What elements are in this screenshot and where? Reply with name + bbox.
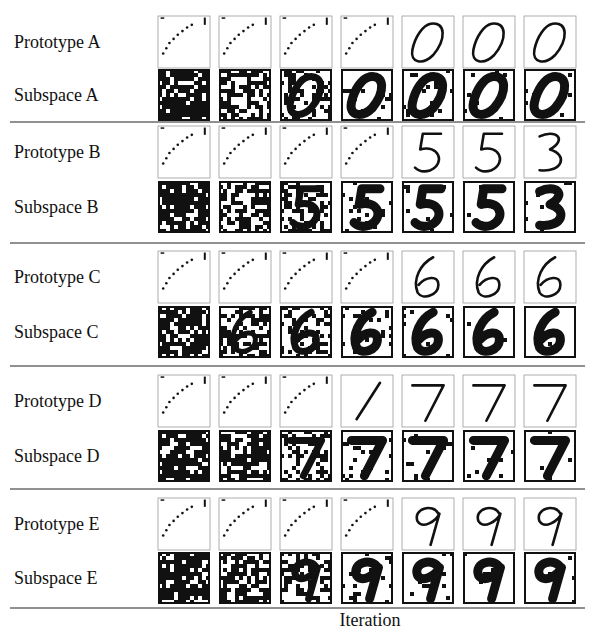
prototype-image [280,16,332,68]
subspace-image [524,552,576,604]
subspace-image [463,430,515,482]
subspace-image [463,181,515,233]
row-label-text: Subspace C [14,322,99,342]
prototype-image [158,16,210,68]
row-label: Subspace B [14,196,99,218]
row-separator [10,489,585,490]
subspace-image [158,181,210,233]
subspace-image [219,552,271,604]
prototype-image [280,126,332,178]
row-label: Prototype C [14,266,101,288]
row-label-text: Subspace A [14,85,99,105]
subspace-image [280,430,332,482]
prototype-image [463,126,515,178]
prototype-image [219,498,271,550]
prototype-image [402,375,454,427]
row-label-text: Prototype B [14,142,101,162]
subspace-image [158,430,210,482]
subspace-image [402,69,454,121]
row-separator [10,366,585,367]
subspace-image [524,306,576,358]
row-label-text: Prototype E [14,514,100,534]
prototype-image [524,375,576,427]
prototype-image [402,498,454,550]
prototype-image [341,375,393,427]
subspace-image [158,69,210,121]
row-label: Prototype B [14,141,101,163]
subspace-image [341,69,393,121]
prototype-image [219,126,271,178]
prototype-image [402,126,454,178]
axis-label-text: Iteration [340,610,401,630]
prototype-image [341,251,393,303]
prototype-image [402,251,454,303]
subspace-image [219,306,271,358]
prototype-image [524,16,576,68]
row-separator [10,243,585,244]
subspace-image [219,69,271,121]
subspace-image [341,552,393,604]
subspace-image [280,69,332,121]
row-label-text: Subspace D [14,446,99,466]
subspace-image [219,181,271,233]
row-separator [10,122,585,123]
row-separator [10,608,585,609]
subspace-image [524,430,576,482]
subspace-image [402,552,454,604]
subspace-image [463,306,515,358]
prototype-image [219,251,271,303]
prototype-image [219,16,271,68]
prototype-image [524,126,576,178]
subspace-image [341,430,393,482]
prototype-image [280,498,332,550]
subspace-image [280,181,332,233]
axis-label: Iteration [340,609,401,630]
subspace-image [280,306,332,358]
prototype-image [524,251,576,303]
subspace-image [402,430,454,482]
row-label-text: Prototype A [14,32,101,52]
subspace-image [524,181,576,233]
prototype-image [280,375,332,427]
prototype-image [280,251,332,303]
prototype-image [402,16,454,68]
prototype-image [341,126,393,178]
subspace-image [463,69,515,121]
subspace-image [402,181,454,233]
prototype-image [463,375,515,427]
subspace-image [280,552,332,604]
subspace-image [524,69,576,121]
row-label-text: Subspace B [14,197,99,217]
prototype-image [341,498,393,550]
row-label: Prototype D [14,390,102,412]
subspace-image [402,306,454,358]
row-label-text: Subspace E [14,568,97,588]
row-label-text: Prototype C [14,267,101,287]
prototype-image [463,498,515,550]
subspace-image [341,181,393,233]
row-label-text: Prototype D [14,391,102,411]
prototype-image [219,375,271,427]
prototype-image [341,16,393,68]
prototype-image [463,251,515,303]
prototype-image [158,498,210,550]
subspace-image [158,306,210,358]
subspace-image [341,306,393,358]
prototype-image [158,375,210,427]
prototype-image [463,16,515,68]
prototype-image [158,126,210,178]
row-label: Subspace A [14,84,99,106]
subspace-image [463,552,515,604]
subspace-image [158,552,210,604]
prototype-image [158,251,210,303]
row-label: Prototype E [14,513,100,535]
row-label: Subspace C [14,321,99,343]
subspace-image [219,430,271,482]
row-label: Subspace E [14,567,97,589]
row-label: Prototype A [14,31,101,53]
row-label: Subspace D [14,445,99,467]
prototype-image [524,498,576,550]
